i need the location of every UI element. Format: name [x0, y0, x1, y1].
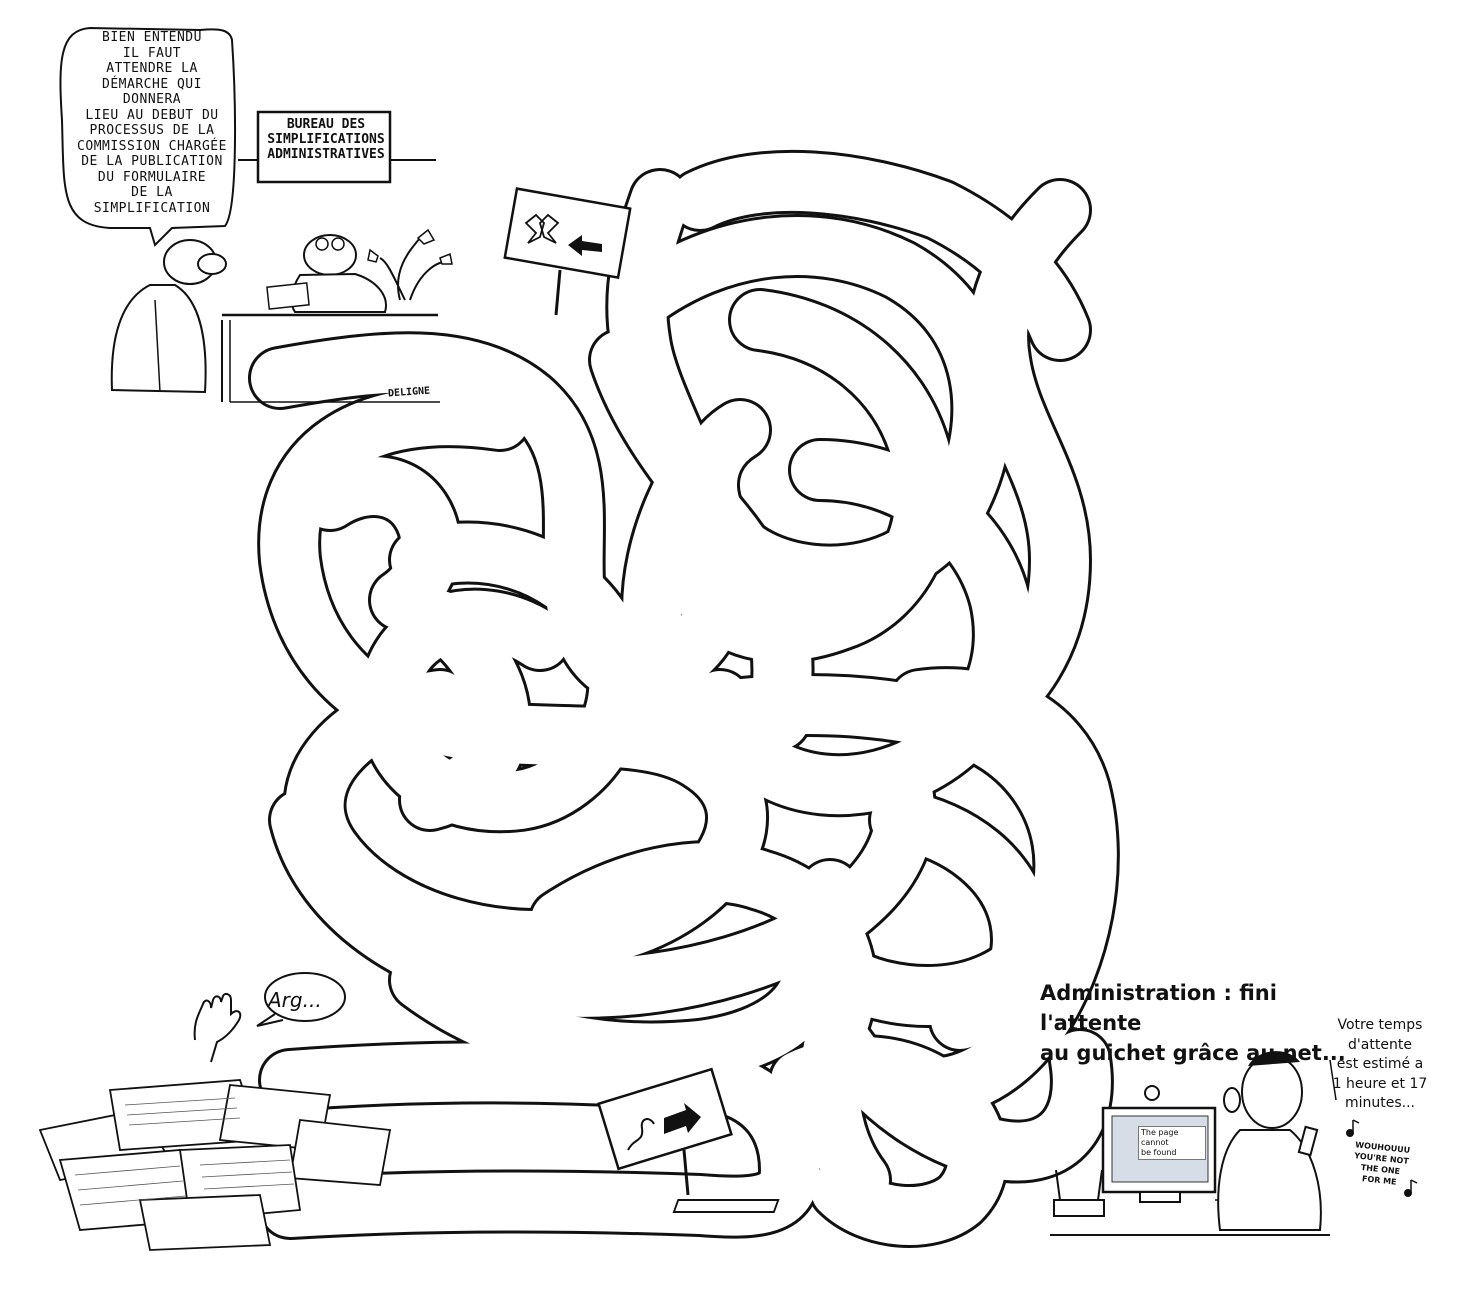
- speech-line: IL FAUT: [122, 45, 182, 61]
- end-sign: [597, 1067, 733, 1196]
- headline-line-1: Administration : fini l'attente: [1040, 981, 1277, 1035]
- song-lyrics: WOUHOUUU YOU'RE NOT THE ONE FOR ME: [1346, 1139, 1416, 1190]
- error-line: The page cannot: [1141, 1128, 1179, 1147]
- music-note-icon: [1346, 1119, 1418, 1197]
- office-sign-line: BUREAU DES: [286, 117, 366, 132]
- speech-line: ATTENDRE LA: [106, 61, 198, 76]
- office-sign-line: ADMINISTRATIVES: [267, 147, 385, 162]
- headline-line-2: au guichet grâce au net...: [1040, 1041, 1346, 1065]
- speech-line: BIEN ENTENDU: [102, 30, 202, 45]
- speech-line: DÉMARCHE QUI DONNERA: [102, 76, 202, 108]
- drowning-exclamation: Arg...: [268, 988, 322, 1012]
- wait-line: Votre temps: [1337, 1017, 1423, 1033]
- error-line: be found: [1141, 1148, 1177, 1157]
- speech-bubble: BIEN ENTENDU IL FAUT ATTENDRE LA DÉMARCH…: [72, 30, 232, 216]
- speech-line: DU FORMULAIRE: [97, 169, 207, 185]
- start-sign: [503, 187, 632, 316]
- speech-line: COMMISSION CHARGÉE: [77, 138, 227, 154]
- speech-line: PROCESSUS DE LA: [89, 123, 215, 138]
- wait-line: minutes...: [1344, 1095, 1416, 1111]
- speech-line: DE LA PUBLICATION: [81, 154, 223, 169]
- error-dialog: The page cannot be found: [1138, 1126, 1206, 1160]
- speech-line: DE LA SIMPLIFICATION: [93, 185, 211, 216]
- wait-line: 1 heure et 17: [1332, 1075, 1428, 1092]
- wait-line: d'attente: [1348, 1036, 1412, 1053]
- speech-line: LIEU AU DEBUT DU: [85, 107, 219, 123]
- office-sign-line: SIMPLIFICATIONS: [267, 132, 385, 147]
- headline: Administration : fini l'attente au guich…: [1040, 978, 1350, 1068]
- wait-line: est estimé a: [1336, 1056, 1424, 1072]
- paper-pile: [38, 972, 392, 1251]
- wait-time-bubble: Votre temps d'attente est estimé a 1 heu…: [1330, 1016, 1430, 1114]
- office-sign: BUREAU DES SIMPLIFICATIONS ADMINISTRATIV…: [262, 117, 390, 162]
